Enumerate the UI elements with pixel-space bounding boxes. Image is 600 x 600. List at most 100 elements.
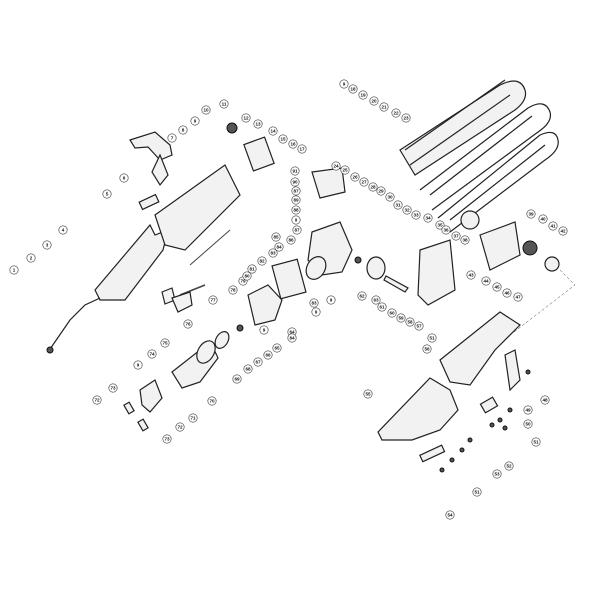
callout-number: 19 xyxy=(360,93,366,98)
callout-number: 8 xyxy=(182,128,185,133)
gear xyxy=(366,256,386,280)
callout-29: 29 xyxy=(376,186,386,196)
callout-number: 83 xyxy=(311,301,317,306)
callout-circle xyxy=(297,144,307,154)
callout-circle xyxy=(358,90,368,100)
callout-number: 32 xyxy=(404,208,410,213)
callout-number: 84 xyxy=(276,245,282,250)
callout-circle xyxy=(481,276,491,286)
callout-circle xyxy=(291,205,301,215)
callout-circle xyxy=(291,195,301,205)
callout-circle xyxy=(526,209,536,219)
callout-circle xyxy=(309,298,319,308)
callout-15: 15 xyxy=(278,134,288,144)
callout-circle xyxy=(548,221,558,231)
callout-circle xyxy=(208,295,218,305)
left-housing xyxy=(94,223,169,301)
callout-number: 41 xyxy=(550,224,556,229)
callout-14: 14 xyxy=(268,126,278,136)
callout-number: 16 xyxy=(290,142,296,147)
callout-number: 9 xyxy=(343,82,346,87)
callout-circle xyxy=(271,232,281,242)
callout-39: 39 xyxy=(526,209,536,219)
callout-22: 22 xyxy=(391,108,401,118)
callout-circle xyxy=(253,357,263,367)
callout-90: 90 xyxy=(290,177,300,187)
callout-44: 44 xyxy=(481,276,491,286)
callout-number: 58 xyxy=(407,320,413,325)
callout-number: 9 xyxy=(263,328,266,333)
callout-43: 43 xyxy=(466,270,476,280)
callout-circle xyxy=(502,288,512,298)
callout-circle xyxy=(427,333,437,343)
callout-88: 88 xyxy=(291,205,301,215)
callout-number: 31 xyxy=(395,203,401,208)
callout-number: 26 xyxy=(352,175,358,180)
callout-number: 45 xyxy=(494,285,500,290)
callout-number: 51 xyxy=(429,336,435,341)
callout-circle xyxy=(26,253,36,263)
callout-circle xyxy=(286,235,296,245)
callout-69: 69 xyxy=(232,374,242,384)
callout-number: 87 xyxy=(294,228,300,233)
callout-circle xyxy=(357,291,367,301)
callout-87: 87 xyxy=(291,186,301,196)
callout-number: 39 xyxy=(528,212,534,217)
callout-number: 88 xyxy=(293,208,299,213)
callout-number: 67 xyxy=(255,360,261,365)
callout-circle xyxy=(268,248,278,258)
callout-number: 89 xyxy=(293,198,299,203)
callout-number: 6 xyxy=(123,176,126,181)
callout-number: 86 xyxy=(288,238,294,243)
right-housing xyxy=(439,311,521,386)
callout-21: 21 xyxy=(379,102,389,112)
callout-number: 24 xyxy=(333,164,339,169)
callout-circle xyxy=(340,165,350,175)
callout-number: 51 xyxy=(474,490,480,495)
callout-89: 89 xyxy=(291,195,301,205)
callout-circle xyxy=(259,325,269,335)
callout-circle xyxy=(167,133,177,143)
stator xyxy=(247,284,283,326)
callout-73: 73 xyxy=(162,434,172,444)
callout-number: 14 xyxy=(270,129,276,134)
callout-circle xyxy=(268,126,278,136)
callout-number: 73 xyxy=(164,437,170,442)
callout-circle xyxy=(119,173,129,183)
callout-number: 84 xyxy=(289,336,295,341)
callout-number: 15 xyxy=(280,137,286,142)
callout-number: 63 xyxy=(373,298,379,303)
callout-3: 3 xyxy=(42,240,52,250)
callout-number: 18 xyxy=(350,87,356,92)
callout-50: 50 xyxy=(523,419,533,429)
callout-number: 72 xyxy=(94,398,100,403)
callout-number: 71 xyxy=(190,416,196,421)
callout-45: 45 xyxy=(492,282,502,292)
callout-72: 72 xyxy=(92,395,102,405)
callout-53: 53 xyxy=(492,469,502,479)
callout-circle xyxy=(147,349,157,359)
callout-55: 55 xyxy=(363,389,373,399)
callout-circle xyxy=(292,225,302,235)
callout-circle xyxy=(385,192,395,202)
callout-circle xyxy=(393,200,403,210)
shaft xyxy=(383,275,409,293)
callout-67: 67 xyxy=(253,357,263,367)
callout-number: 49 xyxy=(525,408,531,413)
callout-circle xyxy=(58,225,68,235)
callout-circle xyxy=(207,396,217,406)
callout-number: 1 xyxy=(13,268,16,273)
callout-circle xyxy=(504,461,514,471)
callout-18: 18 xyxy=(348,84,358,94)
callout-87: 87 xyxy=(292,225,302,235)
callout-48: 48 xyxy=(540,395,550,405)
motor-housing xyxy=(154,164,241,251)
callout-number: 73 xyxy=(110,386,116,391)
callout-23: 23 xyxy=(401,113,411,123)
rear-handle xyxy=(377,377,459,441)
chain-cover xyxy=(479,221,521,271)
callout-circle xyxy=(466,270,476,280)
callout-circle xyxy=(232,374,242,384)
callout-number: 50 xyxy=(525,422,531,427)
